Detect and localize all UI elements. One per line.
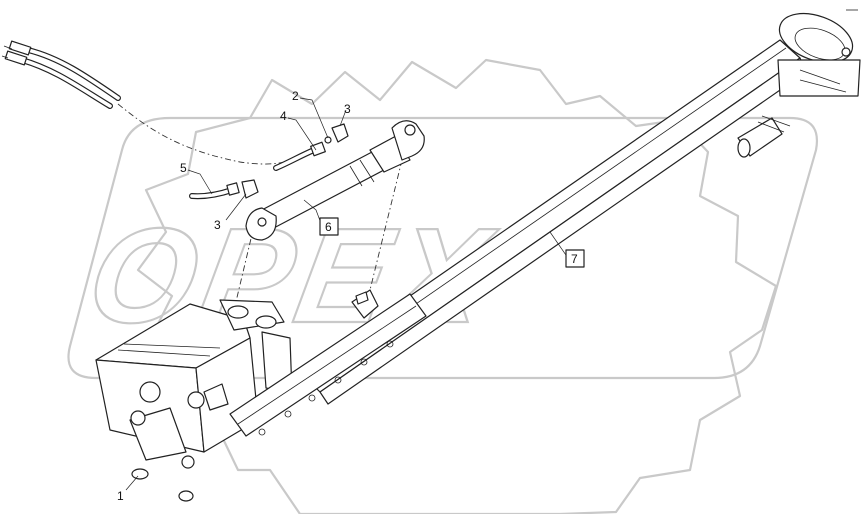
hose-pair [1, 40, 121, 109]
callout-labels: 1 2 3 3 4 5 6 7 [117, 89, 585, 503]
hose-part-5 [189, 179, 259, 200]
fitting-part-1 [131, 468, 194, 502]
callout-2: 2 [292, 89, 299, 103]
callout-1: 1 [117, 489, 124, 503]
watermark-badge-shape [67, 116, 819, 380]
routing-line-cylinder-top [369, 159, 403, 291]
callout-6-box [319, 217, 339, 236]
callout-3-left: 3 [214, 218, 221, 232]
callout-4: 4 [280, 109, 287, 123]
hydraulic-cylinder-6 [245, 120, 425, 241]
callout-6: 6 [325, 220, 332, 234]
frame-assembly [95, 289, 427, 469]
boom-arm-7 [299, 12, 861, 405]
callout-7-box [565, 249, 585, 268]
callout-7: 7 [571, 252, 578, 266]
callout-3-top: 3 [344, 102, 351, 116]
callout-5: 5 [180, 161, 187, 175]
hose-part-4 [273, 123, 349, 171]
routing-line-hose [117, 103, 319, 165]
